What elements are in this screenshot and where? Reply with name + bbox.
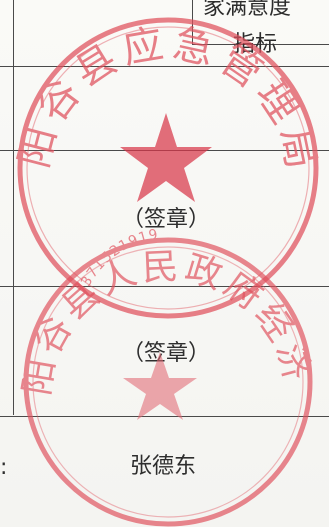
seal-upper-ring bbox=[17, 17, 319, 319]
seal-upper: 阳谷县应急管理局 bbox=[11, 17, 319, 319]
table-row-divider bbox=[0, 150, 329, 151]
table-column-divider bbox=[192, 0, 193, 44]
signatory-name: 张德东 bbox=[130, 454, 197, 479]
signatory-label: : bbox=[0, 455, 8, 480]
header-cell-line2: 指标 bbox=[233, 32, 278, 57]
seal-lower-ring bbox=[23, 237, 313, 527]
table-row-divider bbox=[0, 66, 329, 67]
star-icon bbox=[120, 113, 212, 202]
seal-lower: 阳谷县人民政府经济科 371521919 bbox=[0, 0, 314, 527]
table-row-divider bbox=[0, 286, 329, 287]
table-row-divider bbox=[0, 416, 329, 417]
seal-lower-code: 371521919 bbox=[78, 227, 160, 290]
header-cell-line1: 家满意度 bbox=[203, 0, 292, 20]
sign-label-second: （签章） bbox=[122, 341, 211, 366]
table-left-border bbox=[13, 0, 14, 415]
seal-lower-lettering: 阳谷县人民政府经济科 bbox=[0, 0, 314, 398]
sign-label-first: （签章） bbox=[122, 207, 211, 232]
